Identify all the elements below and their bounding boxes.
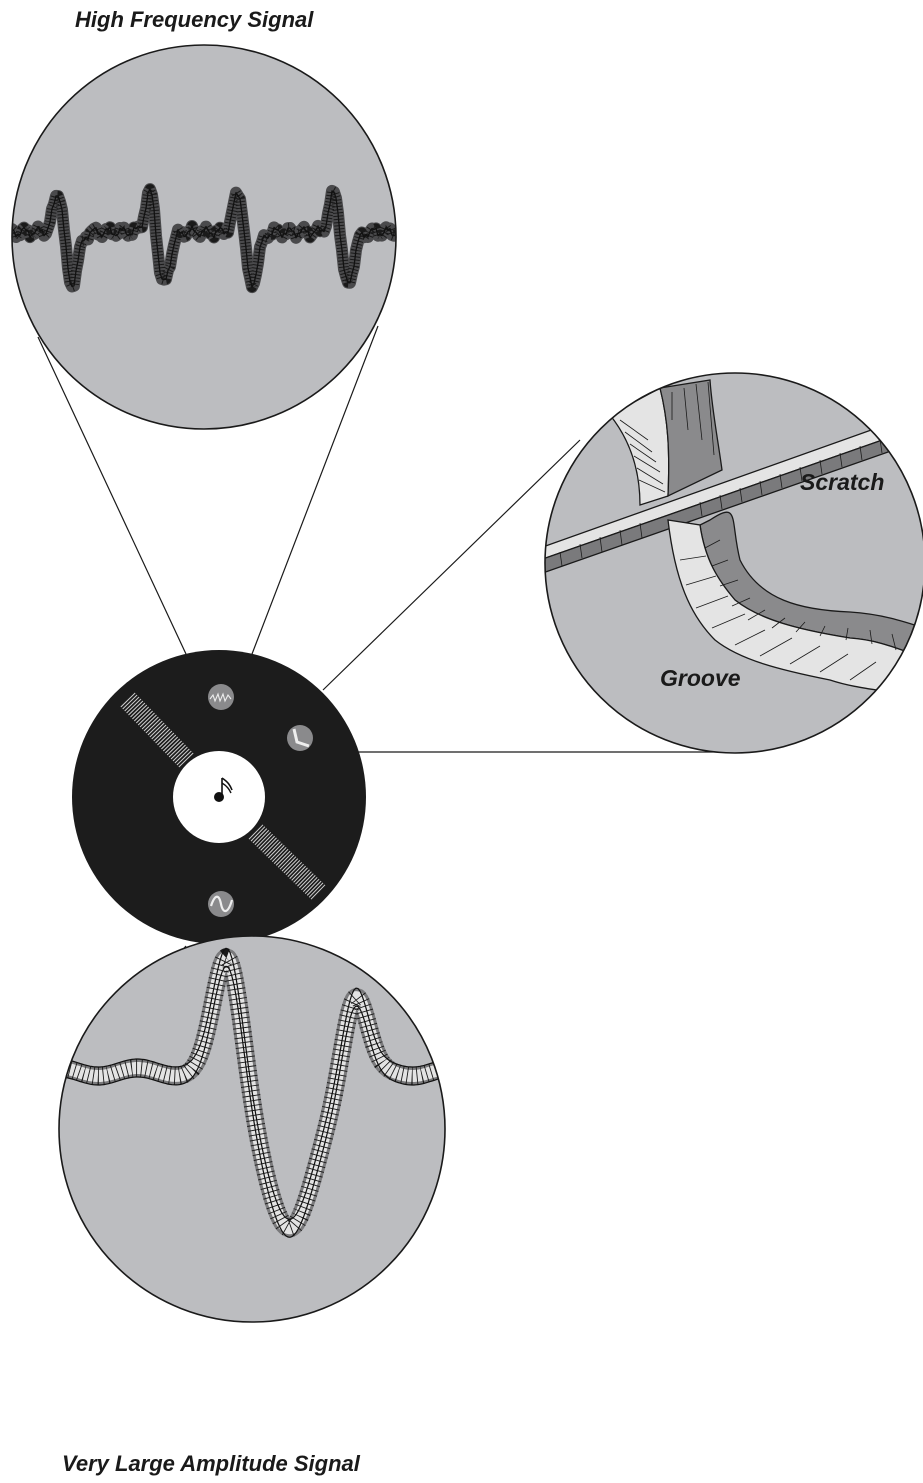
large-amplitude-title: Very Large Amplitude Signal [62,1451,361,1476]
zigzag-wave-icon [208,684,234,710]
high-frequency-lens [10,45,400,429]
scratch-corner-icon [287,725,313,751]
sine-wave-icon [208,891,234,917]
scratch-lens: Scratch Groove [540,373,923,753]
high-frequency-title: High Frequency Signal [75,7,314,32]
vinyl-record-icon [72,650,366,944]
connector-line [323,440,580,690]
scratch-label: Scratch [800,469,884,495]
large-amplitude-lens [50,936,460,1322]
groove-label: Groove [660,665,741,691]
